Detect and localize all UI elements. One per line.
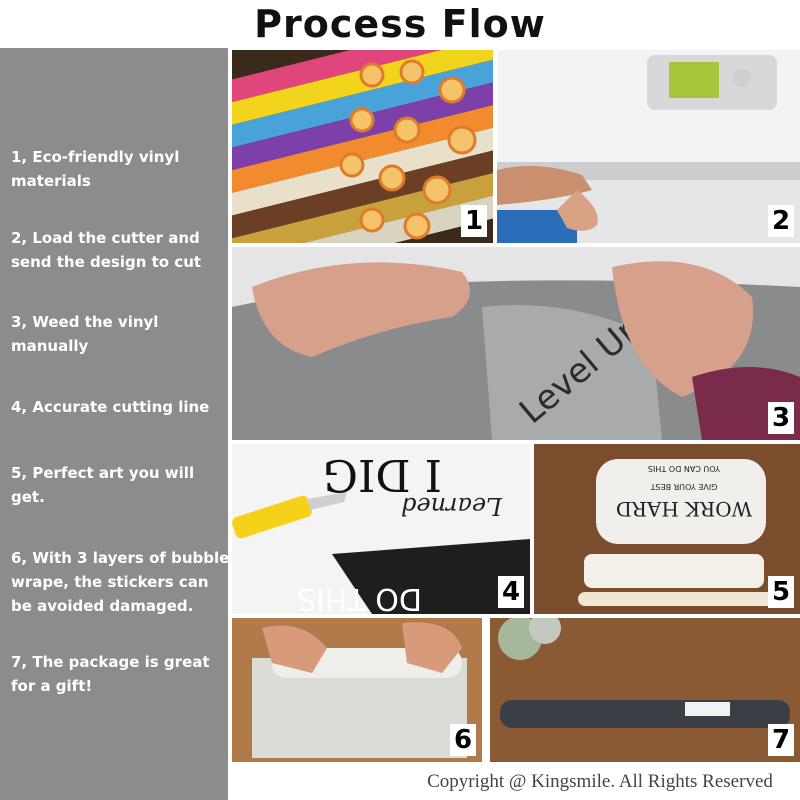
steps-sidebar: 1, Eco-friendly vinyl materials 2, Load … (0, 48, 229, 800)
cutting-top-text: I DIG (323, 449, 442, 500)
copyright-text: Copyright @ Kingsmile. All Rights Reserv… (427, 771, 773, 792)
photo-vinyl-rolls: 1 (232, 50, 493, 243)
photo-5-number: 5 (768, 576, 794, 608)
step-3: 3, Weed the vinyl manually (11, 313, 159, 355)
photo-7-number: 7 (768, 724, 794, 756)
photo-finished-stickers: YOU CAN DO THIS GIVE YOUR BEST WORK HARD… (534, 444, 800, 614)
photo-6-number: 6 (450, 724, 476, 756)
photo-2-number: 2 (768, 205, 794, 237)
step-6: 6, With 3 layers of bubble wrape, the st… (11, 549, 230, 615)
sticker-line-3: WORK HARD (616, 497, 752, 521)
sticker-line-1: YOU CAN DO THIS (648, 464, 721, 473)
page-title: Process Flow (254, 2, 546, 46)
sticker-line-2: GIVE YOUR BEST (650, 482, 717, 491)
photo-1-number: 1 (461, 205, 487, 237)
step-1: 1, Eco-friendly vinyl materials (11, 148, 180, 190)
photo-weeding: Level Up 3 (232, 247, 800, 440)
step-7: 7, The package is great for a gift! (11, 653, 210, 695)
step-2: 2, Load the cutter and send the design t… (11, 229, 202, 271)
photo-package-tube: 7 (490, 618, 800, 762)
step-5: 5, Perfect art you will get. (11, 464, 195, 506)
photo-bubble-wrap: 6 (232, 618, 482, 762)
cutting-print-text: DO THIS (297, 581, 422, 614)
photo-vinyl-cutter: 2 (497, 50, 800, 243)
photo-4-number: 4 (498, 576, 524, 608)
step-4: 4, Accurate cutting line (11, 398, 210, 416)
photo-cutting-line: I DIG Learned DO THIS 4 (232, 444, 530, 614)
photo-3-number: 3 (768, 402, 794, 434)
cutting-script-text: Learned (401, 492, 503, 520)
